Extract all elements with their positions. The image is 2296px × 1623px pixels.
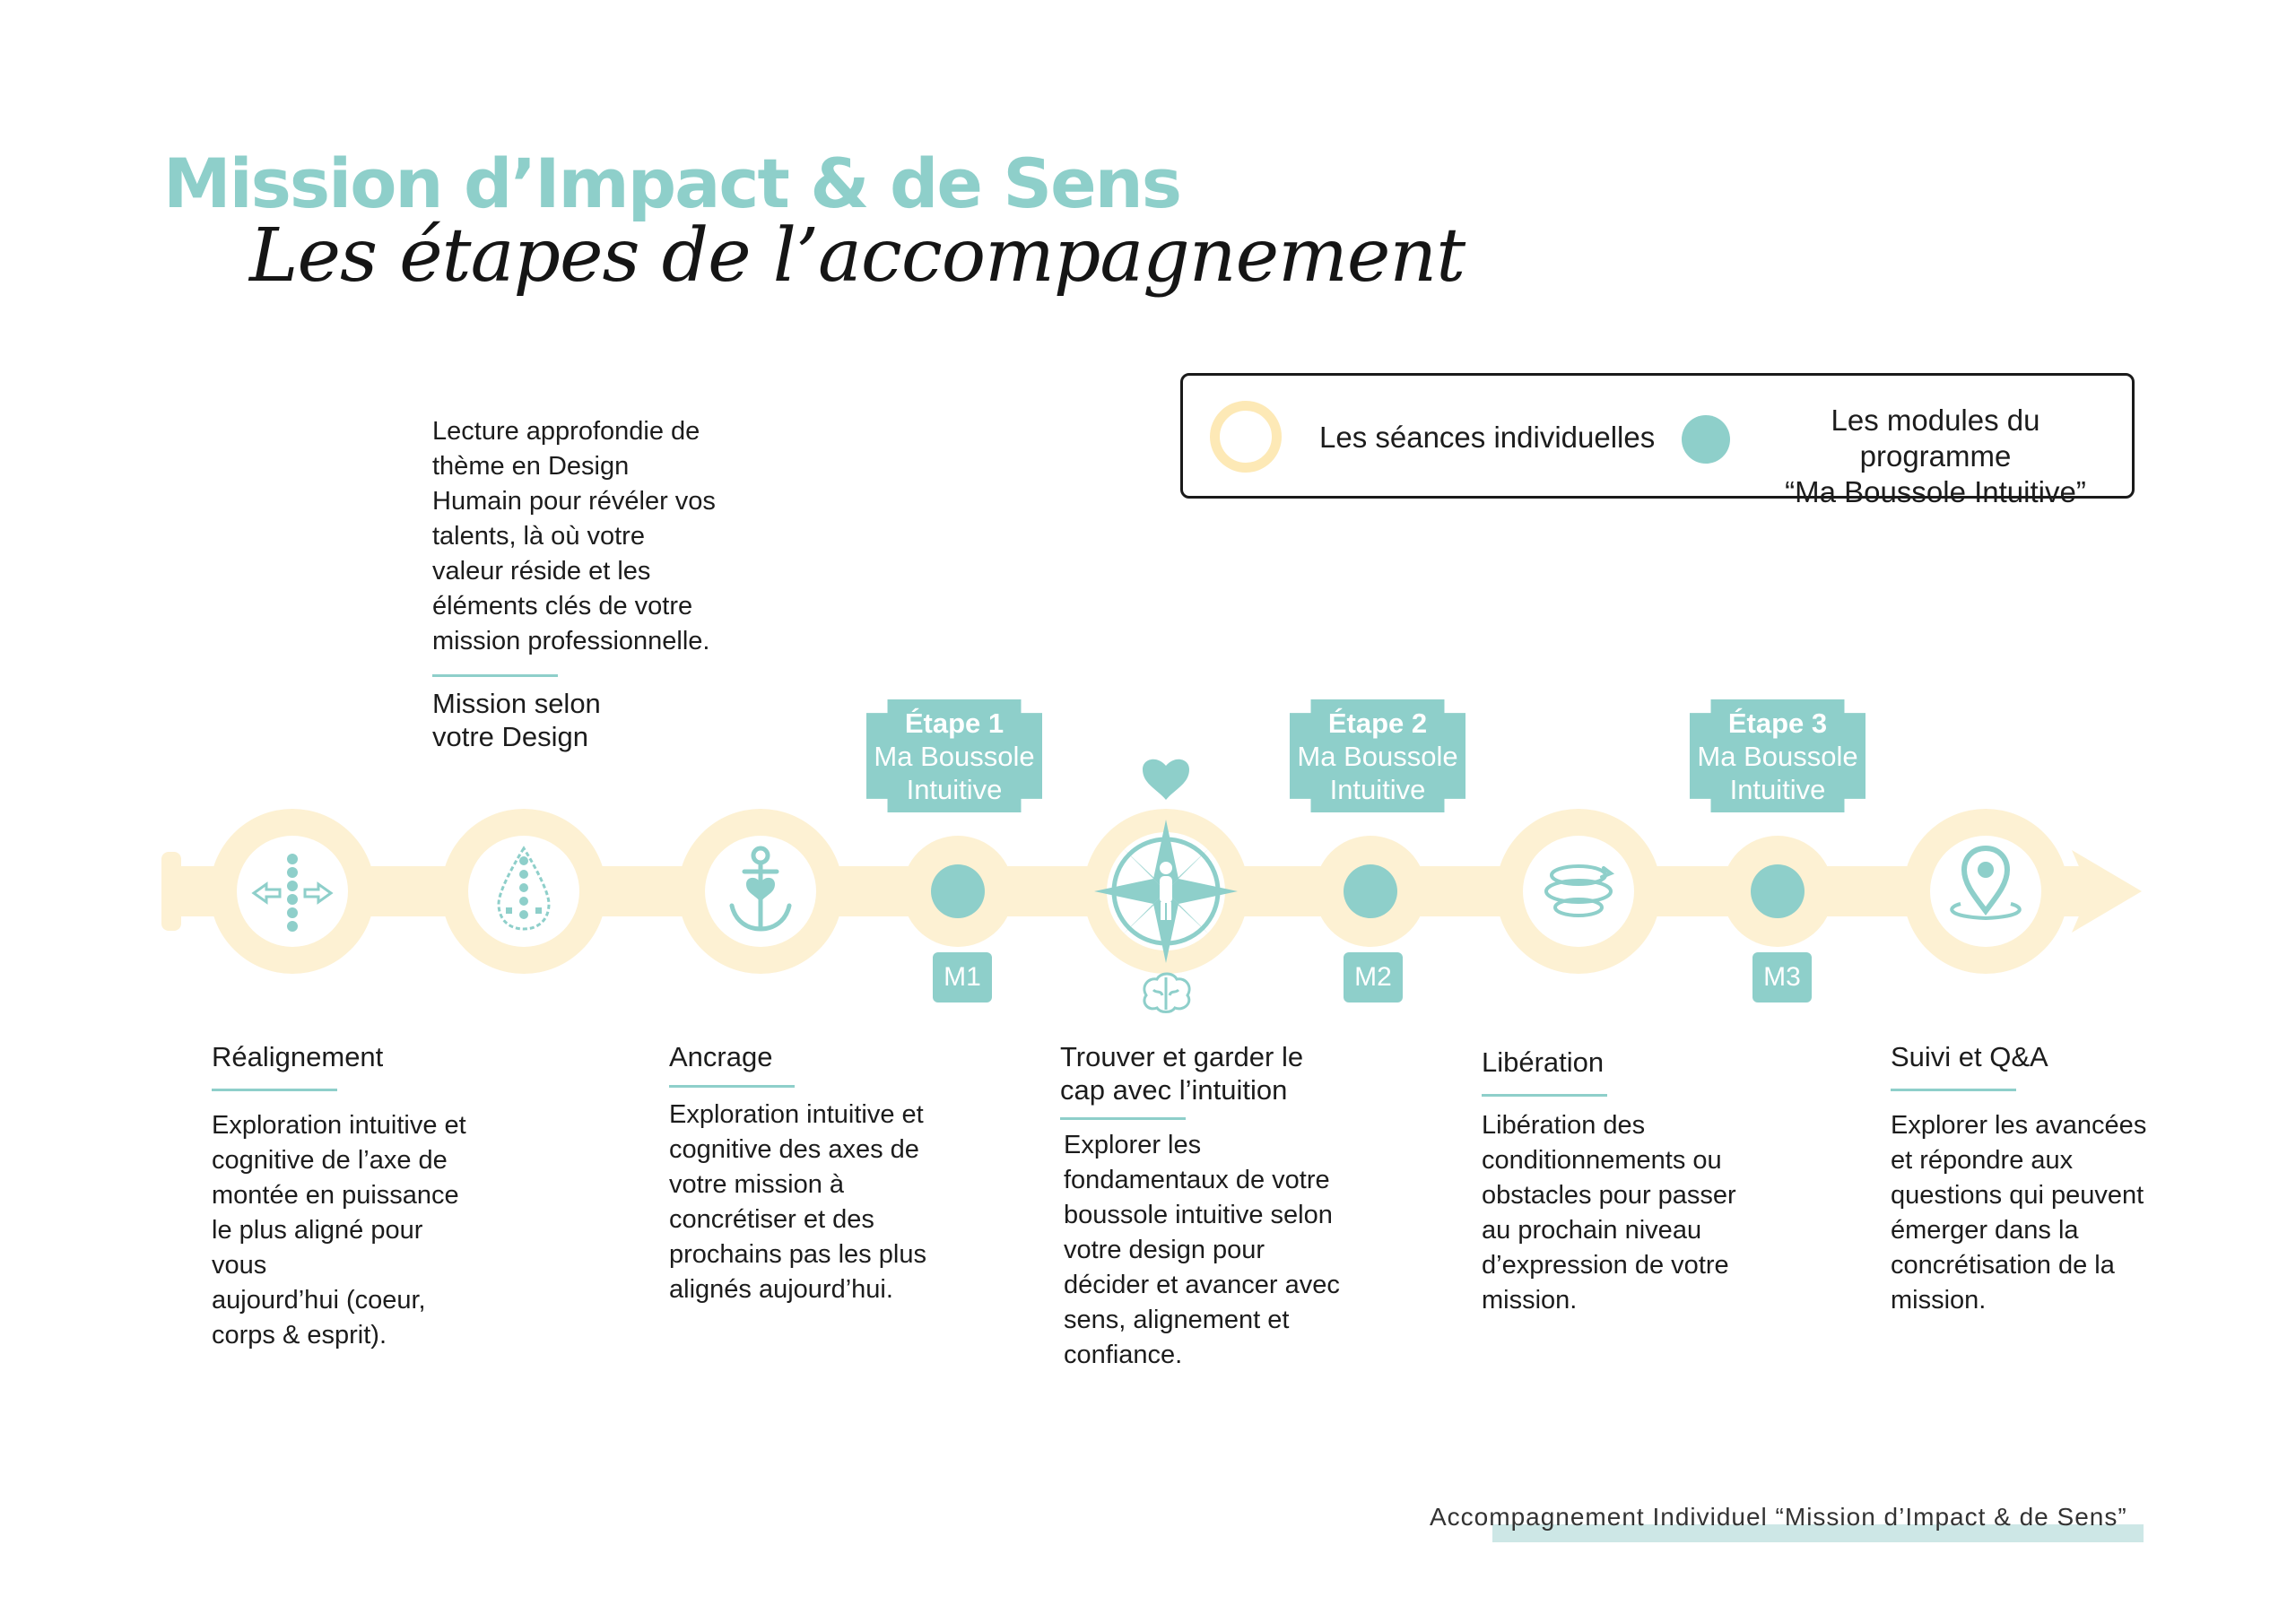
module-m1-label: M1 bbox=[933, 952, 992, 1002]
step-description-ancrage: Exploration intuitive et cognitive des a… bbox=[669, 1100, 926, 1304]
etape-2-badge: Étape 2 Ma Boussole Intuitive bbox=[1290, 699, 1465, 812]
intro-divider bbox=[432, 674, 558, 677]
timeline-arrow-head bbox=[2072, 850, 2142, 933]
compass-figure-icon bbox=[1094, 820, 1238, 963]
step-divider bbox=[1891, 1089, 2016, 1091]
location-pin-icon bbox=[1950, 845, 2022, 921]
step-divider bbox=[212, 1089, 337, 1091]
step-description-suivi: Explorer les avancées et répondre aux qu… bbox=[1891, 1111, 2147, 1315]
etape-3-badge: Étape 3 Ma Boussole Intuitive bbox=[1690, 699, 1866, 812]
etape-1-badge: Étape 1 Ma Boussole Intuitive bbox=[866, 699, 1042, 812]
page-title: Mission d’Impact & de Sens bbox=[163, 143, 1182, 223]
timeline-node-m3 bbox=[1722, 836, 1833, 947]
step-divider bbox=[1060, 1117, 1186, 1120]
legend: Les séances individuelles Les modules du… bbox=[1180, 373, 2135, 508]
spiral-icon bbox=[1544, 864, 1615, 917]
module-m2-label: M2 bbox=[1344, 952, 1403, 1002]
step-description-intuition: Explorer les fondamentaux de votre bouss… bbox=[1064, 1131, 1340, 1369]
step-description-liberation: Libération des conditionnements ou obsta… bbox=[1482, 1111, 1736, 1315]
step-heading-suivi: Suivi et Q&A bbox=[1891, 1041, 2048, 1072]
intro-heading: Mission selon votre Design bbox=[432, 688, 601, 752]
step-heading-liberation: Libération bbox=[1482, 1046, 1605, 1078]
step-heading-intuition: Trouver et garder le cap avec l’intuitio… bbox=[1060, 1041, 1304, 1106]
step-heading-realignement: Réalignement bbox=[212, 1041, 384, 1072]
page-subtitle: Les étapes de l’accompagnement bbox=[249, 213, 1465, 299]
timeline-node-liberation bbox=[1496, 809, 1661, 974]
step-divider bbox=[1482, 1094, 1607, 1097]
timeline-node-m2 bbox=[1315, 836, 1426, 947]
brain-icon bbox=[1143, 972, 1191, 1013]
timeline-node-suivi bbox=[1903, 809, 2068, 974]
module-m3-label: M3 bbox=[1752, 952, 1812, 1002]
timeline-start-cap bbox=[161, 852, 181, 931]
realignment-icon bbox=[251, 854, 334, 932]
footer-highlight bbox=[1492, 1524, 2144, 1542]
chakra-drop-icon bbox=[497, 846, 551, 931]
anchor-heart-icon bbox=[729, 846, 792, 932]
individual-session-ring-icon bbox=[1210, 401, 1282, 473]
intro-description: Lecture approfondie de thème en Design H… bbox=[432, 417, 716, 655]
step-description-realignement: Exploration intuitive et cognitive de l’… bbox=[212, 1111, 466, 1350]
legend-individual-sessions-label: Les séances individuelles bbox=[1319, 421, 1656, 454]
step-divider bbox=[669, 1085, 795, 1088]
program-module-dot-icon bbox=[1682, 415, 1730, 464]
step-heading-ancrage: Ancrage bbox=[669, 1041, 773, 1072]
timeline-node-m1 bbox=[902, 836, 1013, 947]
legend-program-modules-label: Les modules du programme “Ma Boussole In… bbox=[1785, 404, 2086, 508]
heart-icon bbox=[1143, 759, 1189, 800]
footer-caption: Accompagnement Individuel “Mission d’Imp… bbox=[1430, 1503, 2127, 1531]
